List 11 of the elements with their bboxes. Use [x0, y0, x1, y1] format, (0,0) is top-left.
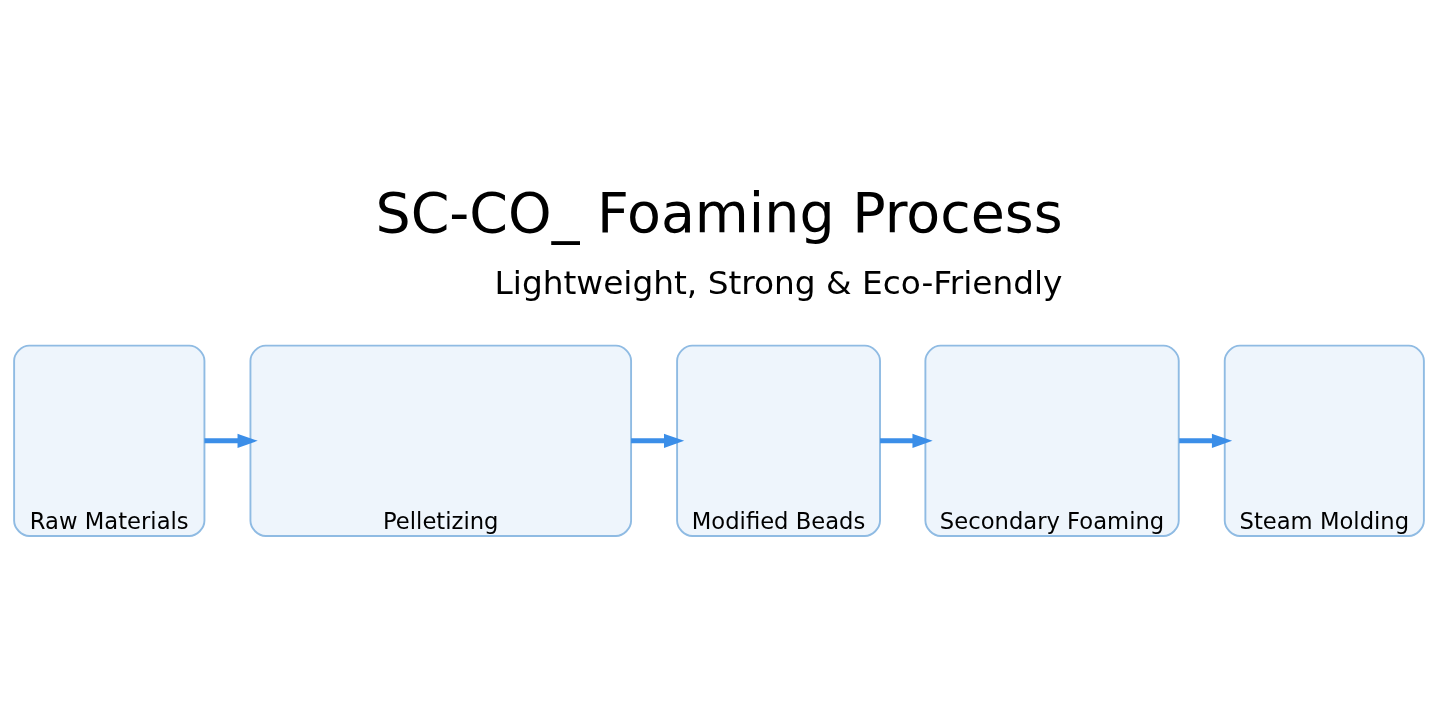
node-box: Modified Beads: [676, 344, 881, 537]
diagram-title: SC-CO_ Foaming Process: [375, 181, 1063, 246]
arrow: [1179, 433, 1233, 448]
node-box: Pelletizing: [249, 344, 633, 537]
node-box: Secondary Foaming: [924, 344, 1180, 537]
arrow: [204, 433, 258, 448]
label: Lightweight, Strong & Eco-Friendly: [494, 263, 1063, 302]
node-box: Raw Materials: [13, 344, 206, 537]
arrow: [880, 433, 933, 448]
node-box: Steam Molding: [1223, 344, 1425, 537]
arrow: [631, 433, 685, 448]
